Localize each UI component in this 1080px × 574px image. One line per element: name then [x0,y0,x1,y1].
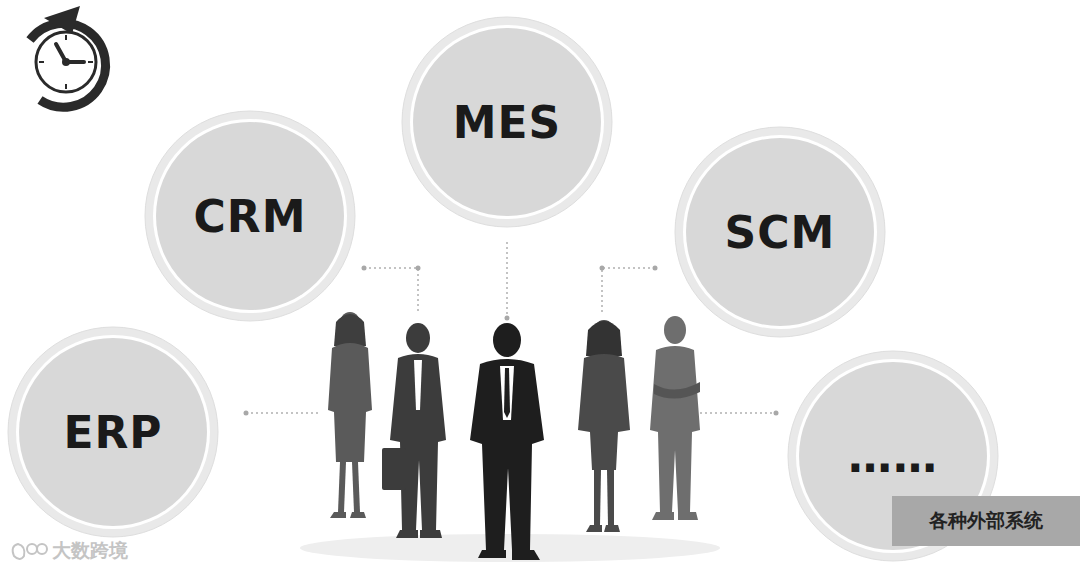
system-name: CRM [194,191,307,242]
watermark: 大数跨境 [52,538,128,564]
caption-text: 各种外部系统 [929,508,1043,534]
system-circle: MES [401,16,613,228]
clock-icon [30,6,106,107]
watermark-logo [13,544,47,559]
system-name: MES [453,97,562,148]
business-people [328,312,700,560]
system-circle: ERP [7,326,219,538]
system-name: ERP [63,407,162,458]
ground-shadow [300,534,720,562]
caption-band: 各种外部系统 [892,496,1080,546]
system-circle: SCM [674,126,886,338]
system-name: SCM [725,207,836,258]
system-name: …… [848,431,938,482]
system-circle: CRM [144,110,356,322]
